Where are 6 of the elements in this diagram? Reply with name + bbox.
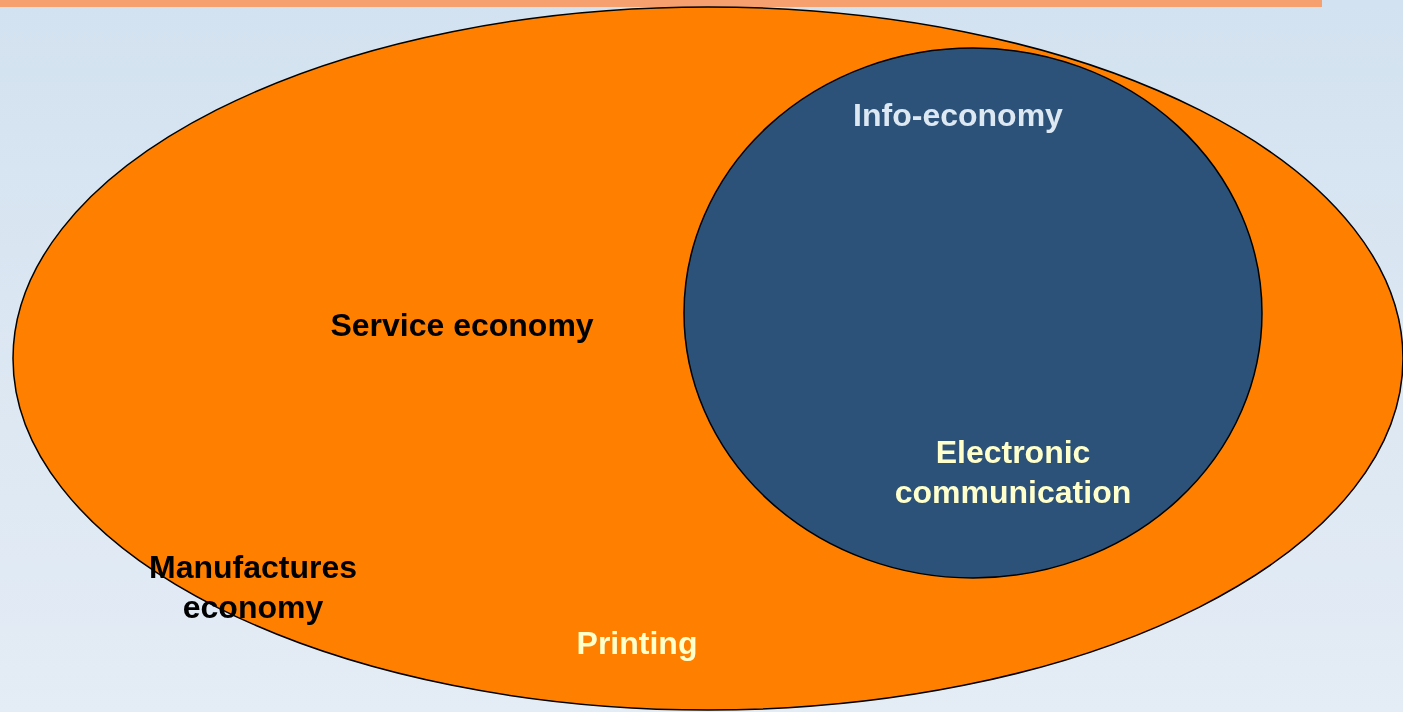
region-label: Electronic communication [893,433,1133,512]
region-title: Info-economy [853,96,1063,135]
circle-region [684,48,1262,578]
region-label: Printing [576,624,698,663]
ellipse-region [13,7,1403,710]
region-title: Service economy [330,306,594,345]
